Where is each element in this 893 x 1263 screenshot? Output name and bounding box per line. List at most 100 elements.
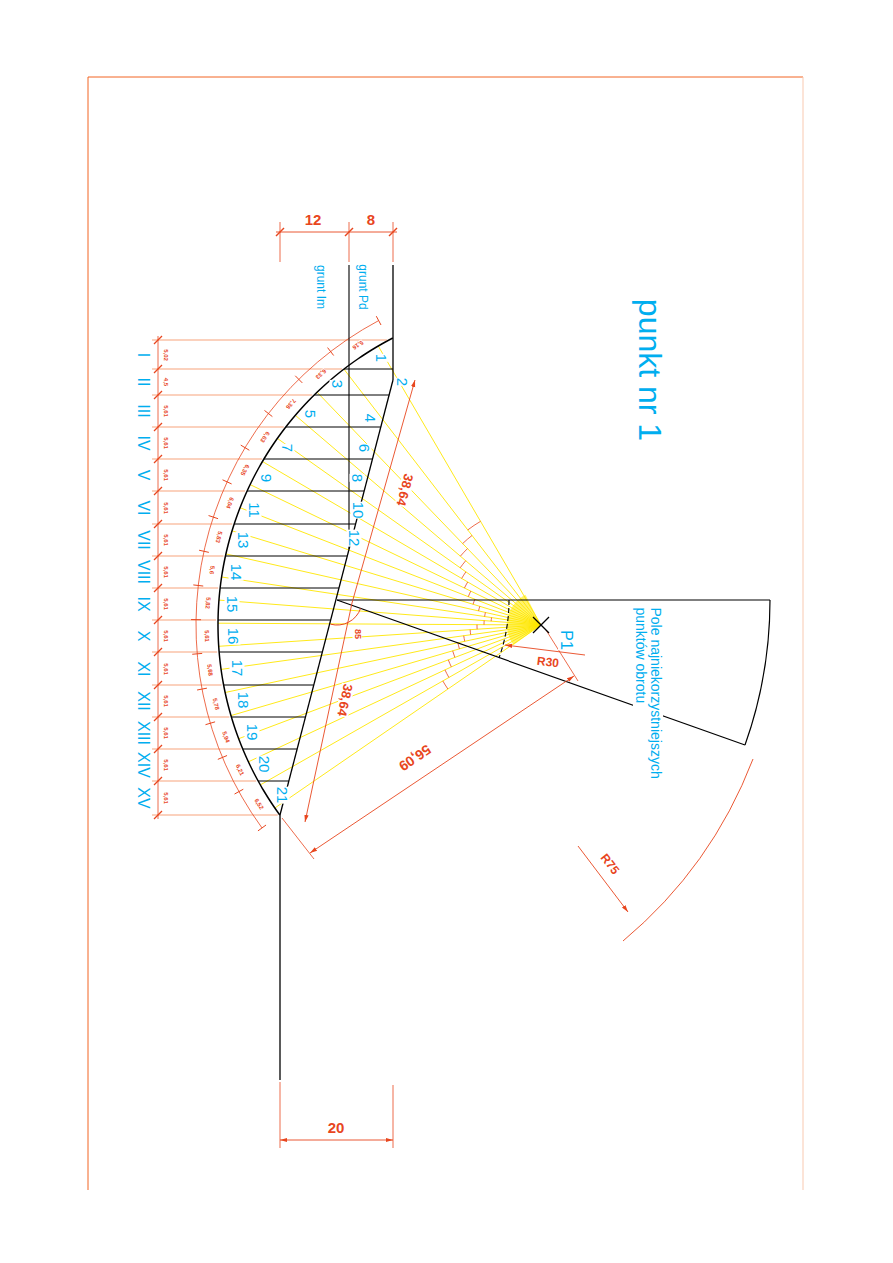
soil-label: grunt Im xyxy=(315,265,327,309)
radius-ray xyxy=(218,623,541,625)
length-dimension: 38,64 xyxy=(335,683,354,718)
strip-width: 5,61 xyxy=(163,566,169,578)
strip-numeral: II xyxy=(135,378,151,387)
angle-arc xyxy=(453,651,455,658)
angle-arc xyxy=(476,625,477,630)
extension-line xyxy=(152,427,284,428)
strip-numeral: VII xyxy=(135,530,151,550)
dimension-tick xyxy=(197,688,207,690)
strip-line xyxy=(258,781,289,782)
radius-ray xyxy=(277,438,541,625)
sector-arc xyxy=(745,600,770,745)
dimension-tick xyxy=(154,713,162,721)
dimension-tick xyxy=(154,681,162,689)
slice-number: 11 xyxy=(247,502,262,518)
dimension-tick xyxy=(154,811,162,819)
extension-line xyxy=(152,369,342,370)
extension-line xyxy=(282,818,314,859)
strip-width: 5,61 xyxy=(163,695,169,707)
slice-number: 17 xyxy=(230,660,245,677)
angle-arc xyxy=(464,582,467,588)
dimension-tick xyxy=(154,552,162,560)
dimension-tick xyxy=(154,520,162,528)
radius-leader xyxy=(578,846,628,912)
slice-number: 3 xyxy=(330,380,345,388)
dimension-arc xyxy=(196,321,379,828)
dimension-tick xyxy=(345,228,353,236)
strip-width: 5,61 xyxy=(163,437,169,449)
slice-number: 21 xyxy=(275,787,290,804)
static-geometry xyxy=(88,77,803,1190)
dimension-tick xyxy=(276,228,284,236)
arc-length: 5,83 xyxy=(214,531,223,544)
radius-ray xyxy=(250,485,541,625)
strip-numeral: VIII xyxy=(135,560,151,584)
dimension-tick xyxy=(235,789,244,794)
strip-line xyxy=(314,395,389,396)
dimension-tick xyxy=(209,516,218,519)
strip-line xyxy=(219,652,322,653)
angle-arc xyxy=(462,572,466,579)
extension-line xyxy=(280,1082,281,1148)
dimension-tick xyxy=(223,480,232,484)
angle-arc xyxy=(484,621,485,625)
strip-numeral: IX xyxy=(135,596,151,611)
arc-length: 5,61 xyxy=(204,630,210,642)
arc-length: 5,94 xyxy=(221,730,231,743)
strip-line xyxy=(224,685,314,686)
strip-line xyxy=(218,620,331,621)
layer-thickness: 12 xyxy=(305,212,322,227)
dimension-tick xyxy=(193,585,203,586)
frame-line xyxy=(88,77,803,78)
slice-number: 13 xyxy=(236,532,251,549)
frame-line xyxy=(88,77,89,1190)
extension-line xyxy=(152,749,241,750)
dimension-tick xyxy=(154,423,162,431)
strip-numeral: XI xyxy=(135,661,151,676)
strip-numeral: XIV xyxy=(135,752,151,778)
angle-arc xyxy=(460,561,466,568)
strip-line xyxy=(247,491,364,492)
radius-ray xyxy=(222,577,541,625)
length-dimension: 56,09 xyxy=(397,742,434,773)
angle-arc xyxy=(479,606,480,611)
extension-line xyxy=(152,395,312,396)
angle-arc xyxy=(445,670,449,678)
strip-numeral: X xyxy=(135,631,151,642)
extension-line xyxy=(280,222,281,262)
extension-line xyxy=(152,781,256,782)
angle-arc xyxy=(484,612,486,616)
strip-line xyxy=(286,427,381,428)
strip-line xyxy=(234,524,355,525)
center-mark xyxy=(533,617,549,633)
strip-width: 4,5 xyxy=(163,378,169,386)
extension-line xyxy=(152,717,229,718)
slope-line xyxy=(280,380,393,815)
strip-width: 5,61 xyxy=(163,663,169,675)
extension-line xyxy=(152,340,387,341)
slice-number: 2 xyxy=(395,378,410,386)
arc-length: 5,68 xyxy=(206,664,214,676)
dimension-tick xyxy=(199,550,209,552)
center-mark xyxy=(533,617,549,633)
radius-dimension: R30 xyxy=(536,655,559,670)
angle-arc xyxy=(468,591,470,597)
arc-length: 6,63 xyxy=(259,430,271,443)
strip-numeral: III xyxy=(135,404,151,417)
dimension-tick xyxy=(154,745,162,753)
strip-line xyxy=(231,717,305,718)
extension-line xyxy=(152,459,262,460)
arc-length: 5,78 xyxy=(212,697,221,710)
computed-geometry xyxy=(152,316,541,831)
strip-numeral: V xyxy=(135,470,151,481)
dimension-line xyxy=(158,336,159,819)
dimension-line xyxy=(310,676,574,853)
dimension-line xyxy=(276,232,397,233)
dimension-tick xyxy=(264,410,272,416)
dimension-tick xyxy=(241,445,250,450)
extension-line xyxy=(393,222,394,262)
dimension-tick xyxy=(154,455,162,463)
arc-length: 7,36 xyxy=(285,397,297,410)
radius-ray xyxy=(248,625,541,762)
slice-number: 10 xyxy=(351,502,366,519)
